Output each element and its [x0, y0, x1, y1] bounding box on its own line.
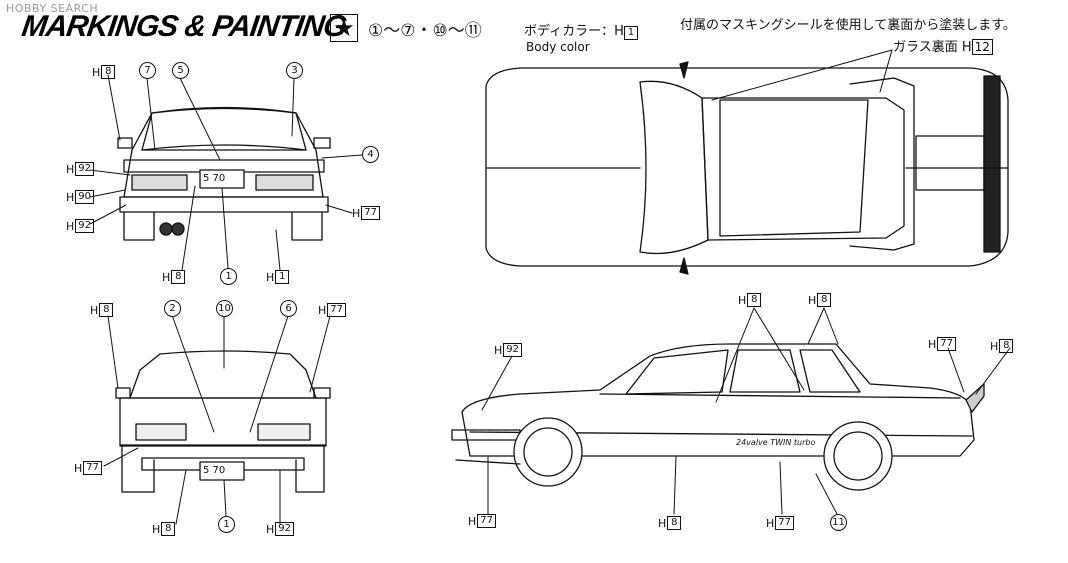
glass-note-text: ガラス裏面 H	[893, 40, 972, 55]
page-title: MARKINGS & PAINTING	[19, 10, 349, 43]
callout-side-11: 11	[830, 514, 847, 531]
rear-view-leaders	[89, 74, 363, 271]
glass-note-code: 12	[971, 39, 993, 55]
masking-note: 付属のマスキングシールを使用して裏面から塗装します。	[680, 18, 1016, 33]
front-view-leaders	[103, 314, 331, 525]
top-view-leaders	[711, 49, 893, 101]
callout-front-1: 1	[218, 516, 235, 533]
body-color-en: Body color	[526, 40, 590, 54]
watermark-text: HOBBY SEARCH	[6, 2, 99, 15]
callout-front-2: 2	[164, 300, 181, 317]
star-icon: ★	[330, 14, 358, 42]
rear-view-car	[117, 106, 331, 241]
side-view-leaders	[481, 307, 1011, 517]
callout-front-10: 10	[216, 300, 233, 317]
callout-front-6: 6	[280, 300, 297, 317]
callout-rear-7: 7	[139, 62, 156, 79]
front-view-car	[115, 350, 331, 493]
front-plate: 5 70	[203, 465, 226, 476]
body-color-code: 1	[623, 26, 638, 40]
callout-rear-3: 3	[286, 62, 303, 79]
side-decal-text: 24valve TWIN turbo	[736, 438, 816, 447]
side-view-car	[451, 343, 985, 491]
rear-plate: 5 70	[203, 173, 226, 184]
callout-rear-1: 1	[220, 268, 237, 285]
callout-rear-5: 5	[172, 62, 189, 79]
decal-number-list: ①～⑦・⑩～⑪	[368, 21, 482, 41]
body-color-jp-text: ボディカラー：H	[524, 24, 624, 39]
top-view-car	[485, 61, 1009, 275]
callout-rear-4: 4	[362, 146, 379, 163]
